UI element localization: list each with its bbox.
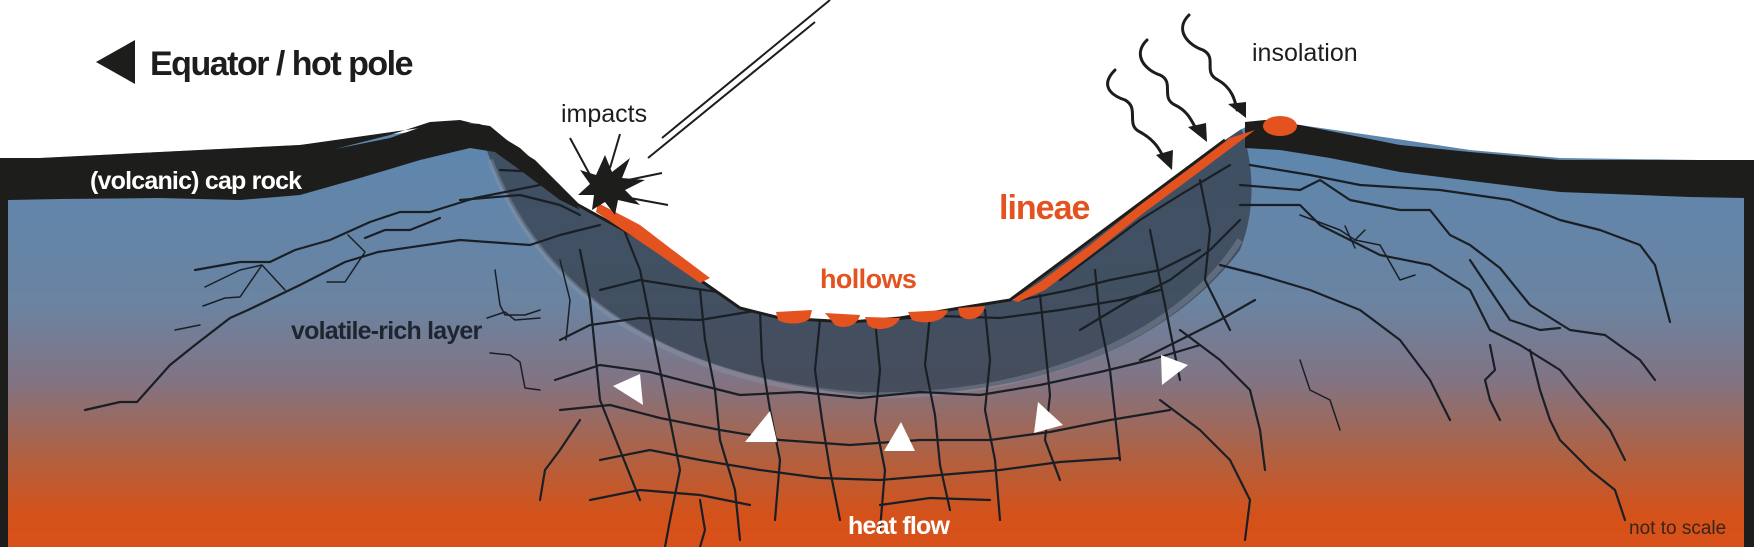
- cap-rock: [0, 120, 1754, 547]
- volatile-layer-label: volatile-rich layer: [291, 317, 483, 345]
- lineae-right-slope: [1012, 130, 1255, 302]
- crater-surface: [498, 116, 1297, 330]
- hollow-2: [825, 313, 860, 327]
- lineae-label: lineae: [999, 189, 1089, 227]
- insolation-wavy-arrows-icon: [1106, 13, 1246, 170]
- heat-flow-arrows: [613, 355, 1188, 451]
- hollow-4: [908, 310, 948, 323]
- heat-arrow-icon: [613, 374, 643, 405]
- meteor-trail-icon: [647, 0, 831, 159]
- impacts-label: impacts: [561, 100, 647, 128]
- lineae-left-slope: [596, 203, 710, 283]
- insolation-label: insolation: [1252, 39, 1358, 67]
- heat-arrow-icon: [1161, 355, 1188, 385]
- fracture-network: [83, 163, 1672, 547]
- impact-starburst-icon: [569, 133, 669, 215]
- hollow-1: [776, 310, 812, 324]
- direction-label: Equator / hot pole: [150, 45, 413, 83]
- hollow-3: [865, 317, 900, 330]
- heat-arrow-icon: [884, 422, 915, 451]
- heat-flow-label: heat flow: [848, 512, 950, 540]
- left-arrow-icon: [96, 40, 135, 84]
- heat-arrow-icon: [1034, 402, 1063, 433]
- heat-arrow-icon: [745, 411, 777, 442]
- hollow-5: [958, 306, 985, 320]
- cap-rock-label: (volcanic) cap rock: [90, 167, 302, 195]
- hollows-label: hollows: [820, 264, 916, 294]
- scale-note-label: not to scale: [1629, 518, 1726, 539]
- cap-hollow: [1263, 116, 1297, 136]
